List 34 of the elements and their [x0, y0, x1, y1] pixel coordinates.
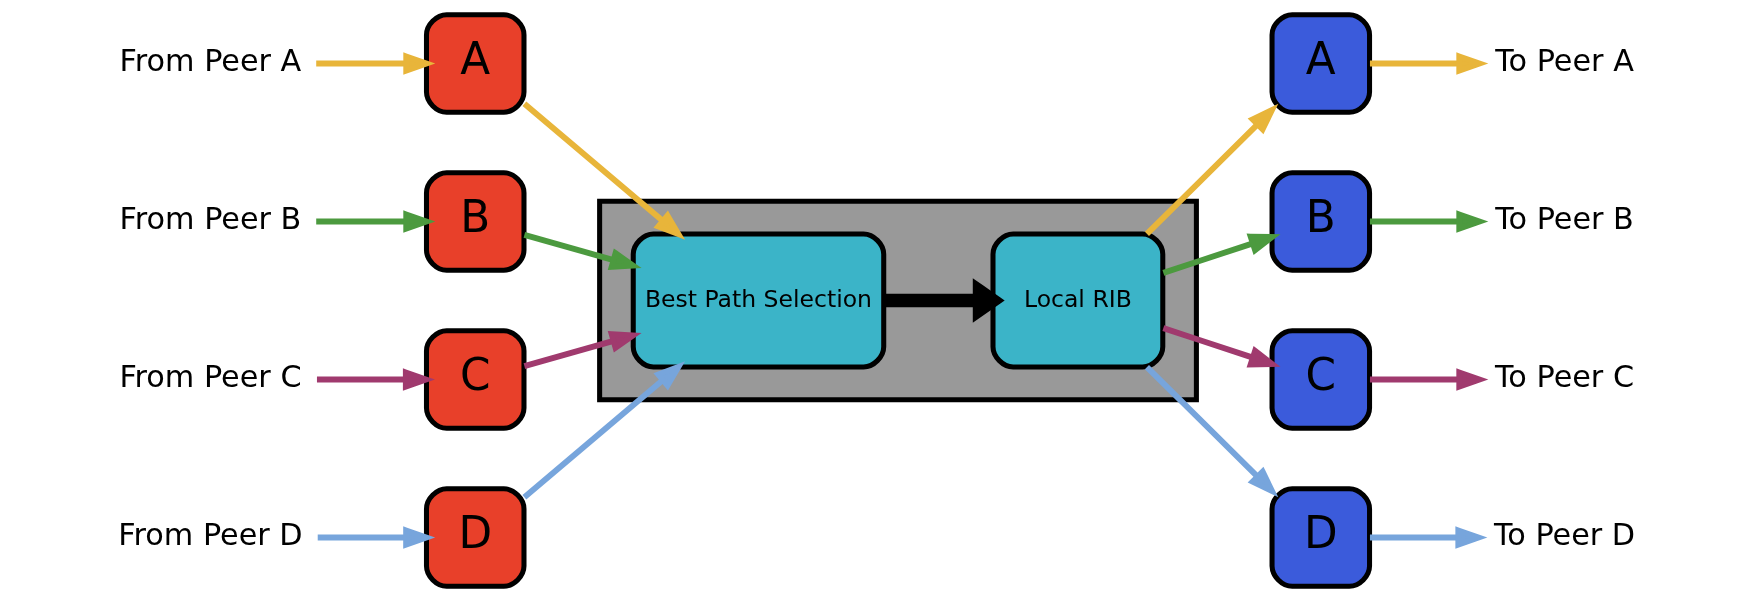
node-box: C: [1269, 328, 1372, 431]
arrow: [1144, 365, 1278, 498]
arrow: [315, 52, 435, 75]
arrow: [523, 330, 642, 369]
node-box: B: [423, 170, 526, 273]
arrow: [1369, 526, 1487, 549]
node-box: C: [423, 328, 526, 431]
node-box: D: [423, 486, 526, 589]
node-text: To Peer C: [1494, 358, 1634, 394]
arrow: [523, 232, 642, 271]
node-text: From Peer A: [119, 42, 301, 78]
node-box: Local RIB: [989, 231, 1165, 370]
node-box: Best Path Selection: [630, 231, 886, 370]
arrow: [883, 278, 1005, 323]
node-box: B: [1269, 170, 1372, 273]
arrow: [522, 101, 685, 240]
node-text: To Peer D: [1493, 516, 1635, 552]
node-box: A: [1269, 12, 1372, 115]
arrow: [1369, 52, 1488, 75]
arrow: [315, 210, 435, 233]
node-text: To Peer B: [1494, 200, 1634, 236]
node-text: To Peer A: [1494, 42, 1634, 78]
node-box: A: [423, 12, 526, 115]
arrow: [317, 526, 435, 549]
node-text: From Peer D: [117, 516, 303, 552]
node-text: From Peer B: [119, 200, 301, 236]
arrow: [522, 361, 685, 500]
arrow: [1369, 368, 1488, 391]
cluster: [596, 198, 1199, 403]
arrow: [316, 368, 435, 391]
arrow: [1144, 103, 1278, 236]
node-box: D: [1269, 486, 1372, 589]
arrow: [1369, 210, 1488, 233]
node-text: From Peer C: [118, 358, 302, 394]
